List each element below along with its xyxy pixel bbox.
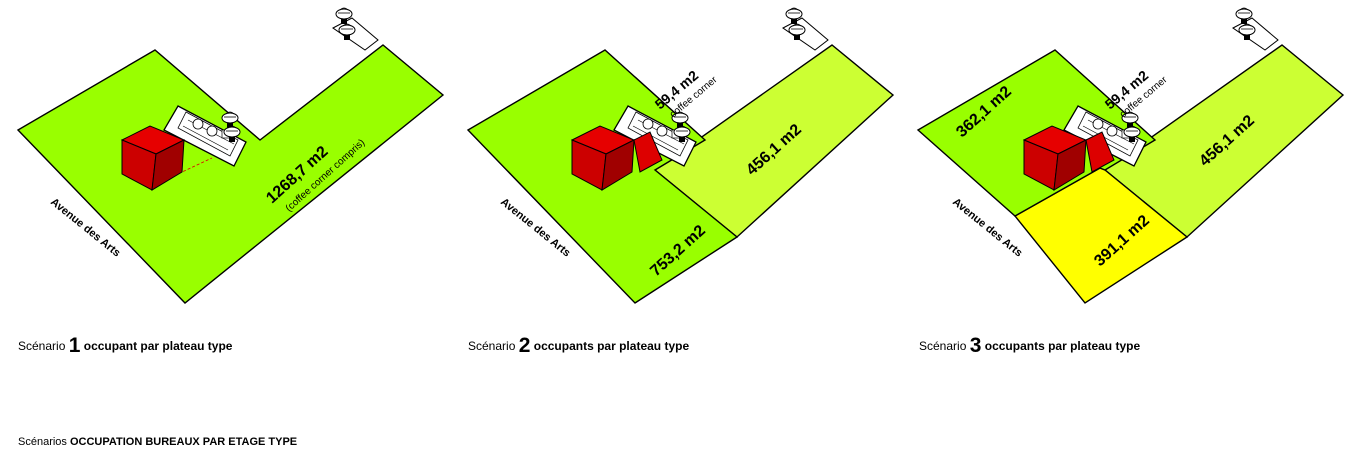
scenario-1-office-zone xyxy=(16,44,445,304)
caption-prefix: Scénario xyxy=(468,339,516,353)
page-footer-title: Scénarios OCCUPATION BUREAUX PAR ETAGE T… xyxy=(18,436,297,448)
scenario-1-caption: Scénario 1 occupant par plateau type xyxy=(18,334,232,358)
red-block xyxy=(570,125,663,191)
caption-prefix: Scénario xyxy=(919,339,967,353)
scenario-3-plan: Avenue des Arts 59,4 m2 coffee corner 36… xyxy=(916,7,1345,304)
footer-prefix: Scénarios xyxy=(18,436,67,448)
red-block xyxy=(1022,125,1115,191)
scenario-1-annex xyxy=(332,17,379,51)
caption-number: 3 xyxy=(969,334,982,357)
footer-title: OCCUPATION BUREAUX PAR ETAGE TYPE xyxy=(69,436,298,448)
red-block xyxy=(120,125,186,191)
scenario-2-plan: Avenue des Arts 59,4 m2 coffee corner 45… xyxy=(466,7,895,304)
scenario-3-caption: Scénario 3 occupants par plateau type xyxy=(919,334,1140,358)
caption-prefix: Scénario xyxy=(18,339,66,353)
scenario-1-plan: Avenue des Arts 1268,7 m2 (coffee corner… xyxy=(16,7,445,304)
caption-suffix: occupant par plateau type xyxy=(83,339,233,353)
caption-suffix: occupants par plateau type xyxy=(533,339,690,353)
caption-number: 2 xyxy=(518,334,531,357)
scenario-3-zone-left xyxy=(916,49,1157,217)
caption-suffix: occupants par plateau type xyxy=(984,339,1141,353)
caption-number: 1 xyxy=(68,334,81,357)
scenario-2-caption: Scénario 2 occupants par plateau type xyxy=(468,334,689,358)
